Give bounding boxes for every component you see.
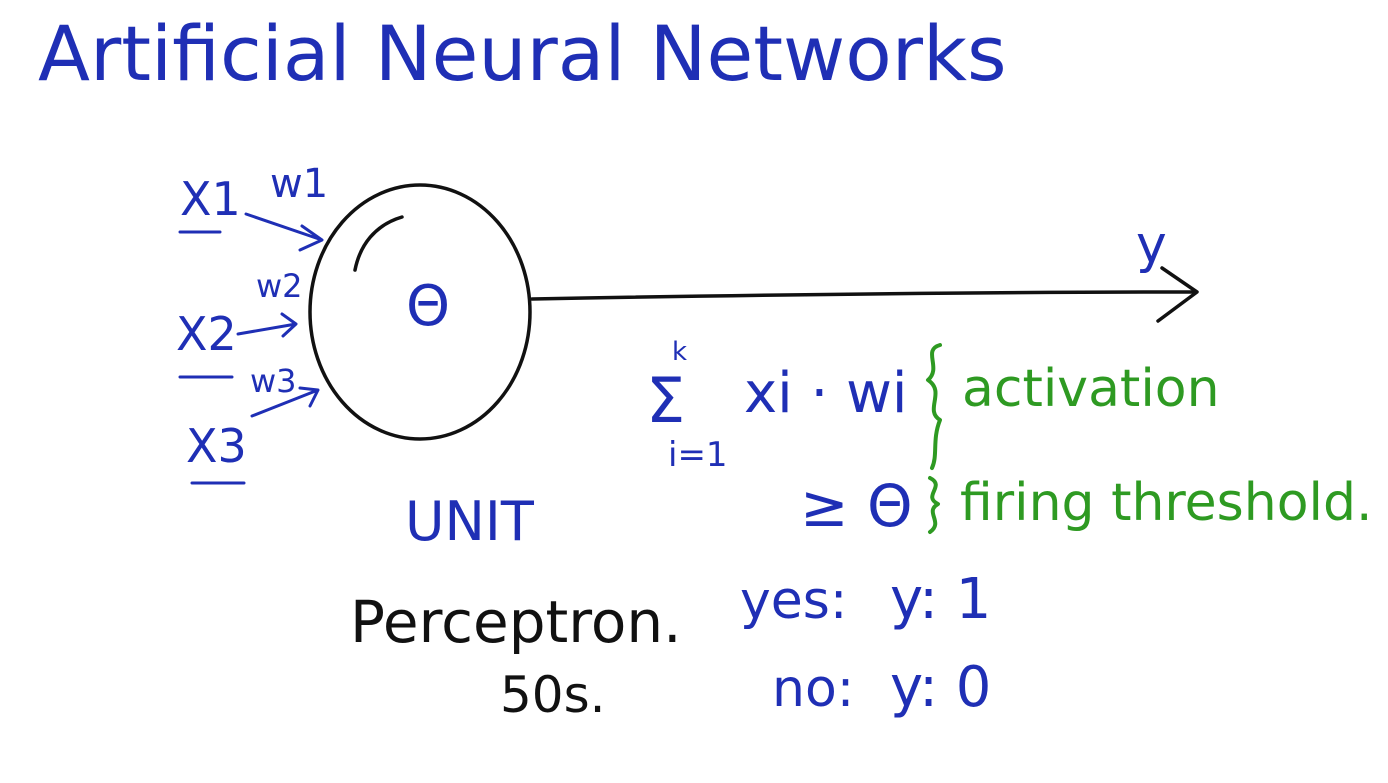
arrow-icon bbox=[250, 386, 320, 418]
arrow-icon bbox=[236, 312, 298, 338]
input-label: X3 bbox=[186, 419, 247, 473]
rule-yes-condition: yes: bbox=[740, 571, 847, 631]
rule-no-result: y: 0 bbox=[890, 655, 991, 720]
unit-circle-overstroke bbox=[353, 215, 404, 272]
era-label: 50s. bbox=[500, 666, 606, 724]
perceptron-label: Perceptron. bbox=[350, 588, 682, 656]
output-label: y bbox=[1136, 215, 1167, 275]
unit-caption: UNIT bbox=[405, 490, 535, 553]
threshold-expression: ≥ Θ bbox=[800, 472, 913, 540]
weight-label: w2 bbox=[256, 267, 303, 305]
arrow-icon bbox=[244, 212, 324, 252]
sum-upper-limit: k bbox=[672, 337, 687, 367]
input-x3: X3 w3 bbox=[186, 362, 320, 485]
unit-circle bbox=[308, 183, 532, 441]
threshold-note: firing threshold. bbox=[960, 473, 1373, 533]
sum-term: xi · wi bbox=[744, 361, 907, 426]
threshold-brace-icon bbox=[928, 476, 940, 534]
output-line bbox=[530, 290, 1197, 301]
page-title: Artificial Neural Networks bbox=[38, 9, 1007, 98]
input-x1: X1 w1 bbox=[178, 161, 328, 252]
sum-symbol: Σ bbox=[646, 364, 685, 437]
input-label: X1 bbox=[180, 172, 241, 226]
weight-label: w3 bbox=[250, 362, 297, 400]
weight-label: w1 bbox=[270, 161, 328, 207]
activation-note: activation bbox=[962, 359, 1220, 419]
input-x2: X2 w2 bbox=[176, 267, 303, 379]
rule-yes-result: y: 1 bbox=[890, 567, 991, 632]
sum-lower-limit: i=1 bbox=[668, 435, 728, 475]
output-arrowhead-icon bbox=[1156, 266, 1199, 323]
input-label: X2 bbox=[176, 307, 237, 361]
rule-no-condition: no: bbox=[772, 659, 854, 719]
activation-brace-icon bbox=[926, 343, 942, 470]
unit-threshold-symbol: Θ bbox=[406, 274, 450, 339]
